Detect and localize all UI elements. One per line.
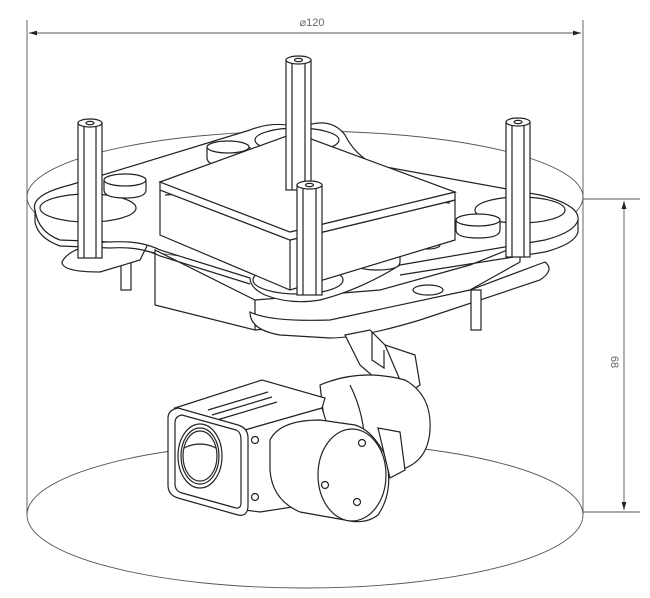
post-right [505,117,531,258]
standoff-posts [77,55,531,296]
motor-end-cap [317,428,387,522]
diameter-label: ⌀120 [300,17,325,29]
height-label: 68 [608,356,620,368]
lower-post-right [470,289,482,331]
post-back [285,55,312,191]
diameter-dimension: ⌀120 [26,17,584,515]
pitch-motor [269,419,406,523]
post-front [296,180,323,296]
height-dimension: 68 [583,198,640,513]
post-left [77,118,103,259]
lens [177,423,223,489]
